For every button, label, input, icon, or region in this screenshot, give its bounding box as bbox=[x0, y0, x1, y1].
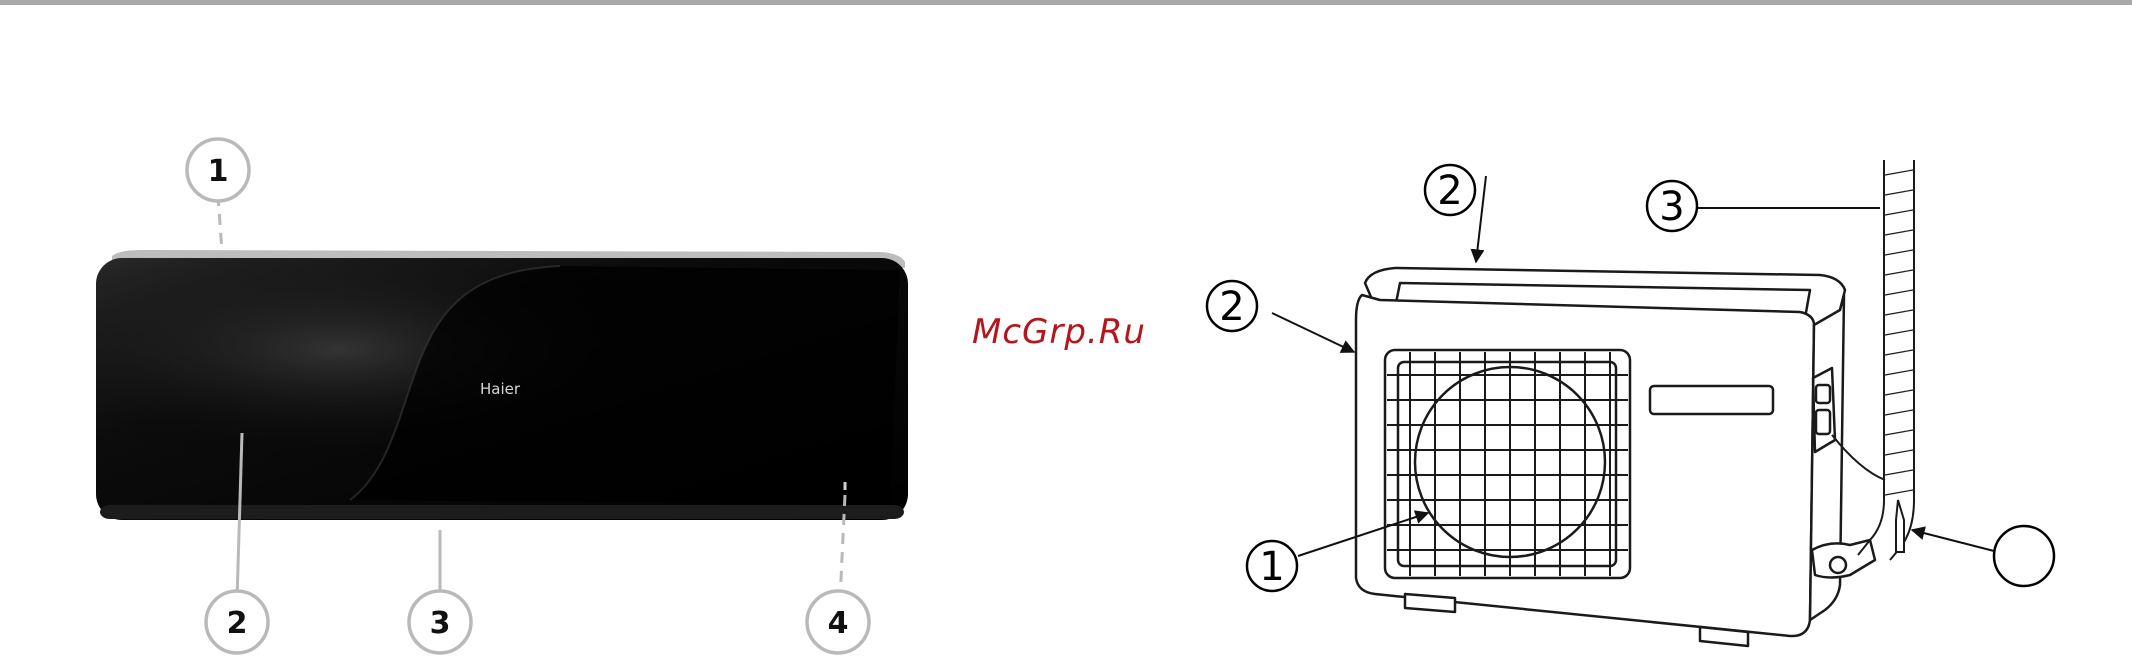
watermark: McGrp.Ru bbox=[972, 312, 1146, 352]
outdoor-unit bbox=[1356, 268, 1875, 646]
indoor-callout-1: 1 bbox=[187, 139, 249, 201]
svg-text:2: 2 bbox=[1219, 284, 1244, 330]
brand-logo: Haier bbox=[480, 380, 521, 398]
outdoor-foot-left bbox=[1405, 594, 1455, 612]
indoor-callout-2: 2 bbox=[206, 591, 268, 653]
indoor-unit-bottom-shade bbox=[100, 505, 904, 519]
outdoor-callout-2-left: 2 bbox=[1207, 281, 1354, 352]
indoor-callout-3: 3 bbox=[409, 591, 471, 653]
nameplate bbox=[1650, 386, 1773, 414]
svg-text:3: 3 bbox=[1659, 184, 1684, 230]
outdoor-callout-empty bbox=[1912, 526, 2054, 586]
svg-text:1: 1 bbox=[1259, 544, 1284, 590]
svg-text:2: 2 bbox=[227, 606, 248, 641]
svg-text:2: 2 bbox=[1437, 168, 1462, 214]
outdoor-callout-3: 3 bbox=[1647, 181, 1880, 231]
svg-text:1: 1 bbox=[208, 154, 229, 189]
svg-text:3: 3 bbox=[430, 606, 451, 641]
outdoor-callout-2-top: 2 bbox=[1425, 165, 1486, 262]
leader-line-1 bbox=[218, 195, 222, 252]
indoor-callout-4: 4 bbox=[807, 591, 869, 653]
svg-text:4: 4 bbox=[828, 606, 849, 641]
indoor-unit: Haier bbox=[96, 250, 908, 520]
